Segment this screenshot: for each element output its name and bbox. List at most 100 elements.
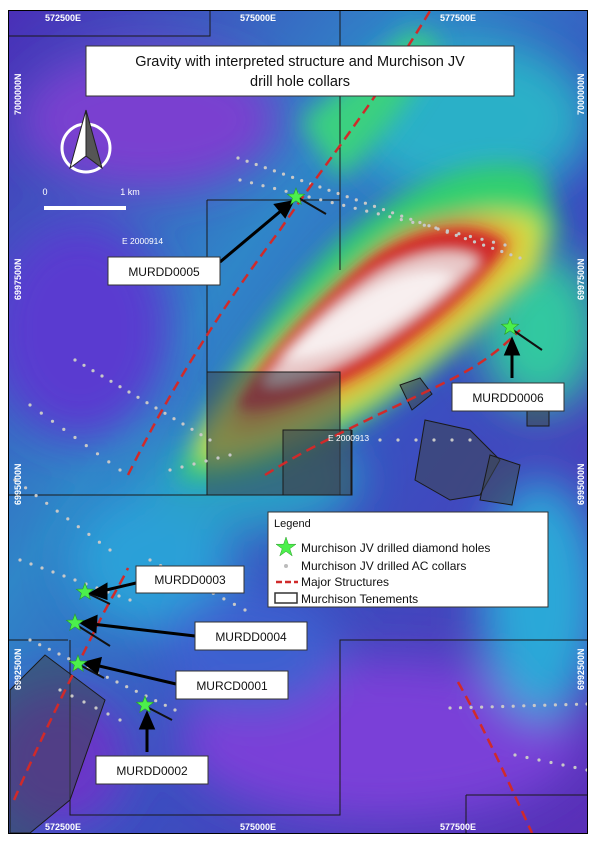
ac-collar-dot xyxy=(372,204,377,208)
ac-collar-dot xyxy=(409,217,413,221)
hole-label-box-1 xyxy=(175,670,289,700)
map-title-line2: drill hole collars xyxy=(250,74,350,90)
structure-label-a: E 2000914 xyxy=(122,236,163,246)
ac-collar-dot xyxy=(236,156,240,160)
ac-collar-dot xyxy=(503,243,507,247)
scale-start-label: 0 xyxy=(42,187,47,197)
ac-collar-dot xyxy=(482,243,486,247)
ac-collar-dot xyxy=(40,566,44,570)
ac-collar-dot xyxy=(192,462,196,466)
ac-collar-dot xyxy=(117,594,121,598)
ac-collar-dot xyxy=(136,395,140,399)
ac-collar-dot xyxy=(353,206,357,210)
ac-collar-dot xyxy=(376,212,380,216)
ac-collar-dot xyxy=(109,379,113,383)
ac-collar-dot xyxy=(106,712,110,716)
ac-collar-dot xyxy=(396,438,400,442)
ac-collar-dot xyxy=(468,438,472,442)
ac-collar-dot xyxy=(254,162,258,167)
ac-collar-dot xyxy=(261,184,265,188)
ac-collar-dot xyxy=(281,172,286,176)
ac-collar-dot xyxy=(38,643,42,647)
ac-collar-dot xyxy=(76,525,80,529)
ac-collar-dot xyxy=(73,358,77,362)
legend-item-diamond: Murchison JV drilled diamond holes xyxy=(301,541,490,555)
coord-left-4: 6992500N xyxy=(13,648,23,690)
ac-collar-dot xyxy=(55,509,59,513)
ac-collar-dot xyxy=(327,188,331,192)
hole-labels: MURDD0005 MURDD0006 MURDD0003 MURDD0004 … xyxy=(95,256,565,785)
ac-collar-dot xyxy=(94,706,98,710)
ac-collar-dot xyxy=(336,191,340,196)
legend-item-structures: Major Structures xyxy=(301,575,389,589)
coord-bottom-3: 577500E xyxy=(440,822,476,832)
ac-collar-dot xyxy=(319,198,323,202)
ac-collar-dot xyxy=(148,558,152,562)
diamond-hole-star-icon xyxy=(135,695,155,713)
ac-collar-dot xyxy=(549,760,553,765)
coord-bottom-1: 572500E xyxy=(45,822,81,832)
ac-collar-dot xyxy=(525,755,529,760)
ac-collar-dot xyxy=(50,419,55,423)
coord-bottom-2: 575000E xyxy=(240,822,276,832)
ac-collar-dot xyxy=(284,189,288,193)
coord-top-2: 575000E xyxy=(240,13,276,23)
coord-right-1: 7000000N xyxy=(576,73,586,115)
ac-collar-dot xyxy=(73,435,77,440)
hole-label-murdd0002: MURDD0002 xyxy=(116,764,188,778)
ac-collar-dot xyxy=(491,246,495,250)
coord-top-3: 577500E xyxy=(440,13,476,23)
gravity-raster xyxy=(9,11,587,833)
ac-collar-dot xyxy=(216,456,220,460)
ac-collar-dot xyxy=(134,689,138,693)
diamond-hole-star-icon xyxy=(286,187,306,205)
ac-collar-dot xyxy=(411,220,415,224)
ac-collar-dot xyxy=(47,647,51,651)
coord-right-2: 6997500N xyxy=(576,258,586,300)
ac-collar-dot xyxy=(105,675,109,679)
ac-collar-dot xyxy=(128,598,132,602)
callout-arrows xyxy=(78,199,521,752)
ac-collar-dot xyxy=(28,638,32,642)
ac-collar-dot xyxy=(181,422,185,426)
ac-collar-dot xyxy=(84,444,88,448)
ac-collar-dot xyxy=(58,688,62,692)
ac-collar-dot xyxy=(561,763,565,767)
tenement-blocks xyxy=(9,371,550,833)
diamond-hole-star-icon xyxy=(500,317,520,335)
ac-collar-dot xyxy=(513,753,517,757)
ac-collar-dot xyxy=(518,256,522,260)
ac-collar-dot xyxy=(450,438,454,442)
ac-collar-dot xyxy=(39,411,43,415)
hole-label-murcd0001: MURCD0001 xyxy=(196,679,268,693)
ac-collar-dot xyxy=(381,208,386,212)
coord-top-1: 572500E xyxy=(45,13,81,23)
ac-collar-dot xyxy=(51,570,55,574)
hole-label-box-6 xyxy=(451,382,565,412)
coord-right-3: 6995000N xyxy=(576,463,586,505)
ac-collar-dot xyxy=(199,433,203,437)
ac-collar-dot xyxy=(388,215,392,219)
north-arrow-icon xyxy=(60,109,112,174)
legend: Legend Murchison JV drilled diamond hole… xyxy=(267,511,549,608)
ac-collar-dot xyxy=(180,465,184,469)
ac-collar-dot xyxy=(345,195,349,199)
ac-collar-dot xyxy=(222,597,226,601)
ac-collar-dot xyxy=(228,453,232,457)
ac-collar-dot xyxy=(45,501,49,505)
green-star-icon xyxy=(275,536,297,557)
hole-label-box-3 xyxy=(135,565,245,594)
ac-collar-dot xyxy=(457,232,461,236)
ac-collar-dot xyxy=(263,166,267,170)
scale-bar: 0 1 km xyxy=(42,187,140,210)
ac-collar-dot xyxy=(500,249,504,254)
ac-collar-dot xyxy=(238,178,242,182)
ac-collar-dot xyxy=(414,438,418,442)
ac-collar-dot xyxy=(463,237,467,241)
ac-collar-dot xyxy=(480,237,484,241)
ac-collar-dot xyxy=(82,363,86,367)
ac-collar-dot xyxy=(448,706,452,710)
ac-collar-dot xyxy=(501,704,505,709)
ac-collar-dot xyxy=(400,214,404,218)
diamond-hole-star-icon xyxy=(75,582,95,600)
